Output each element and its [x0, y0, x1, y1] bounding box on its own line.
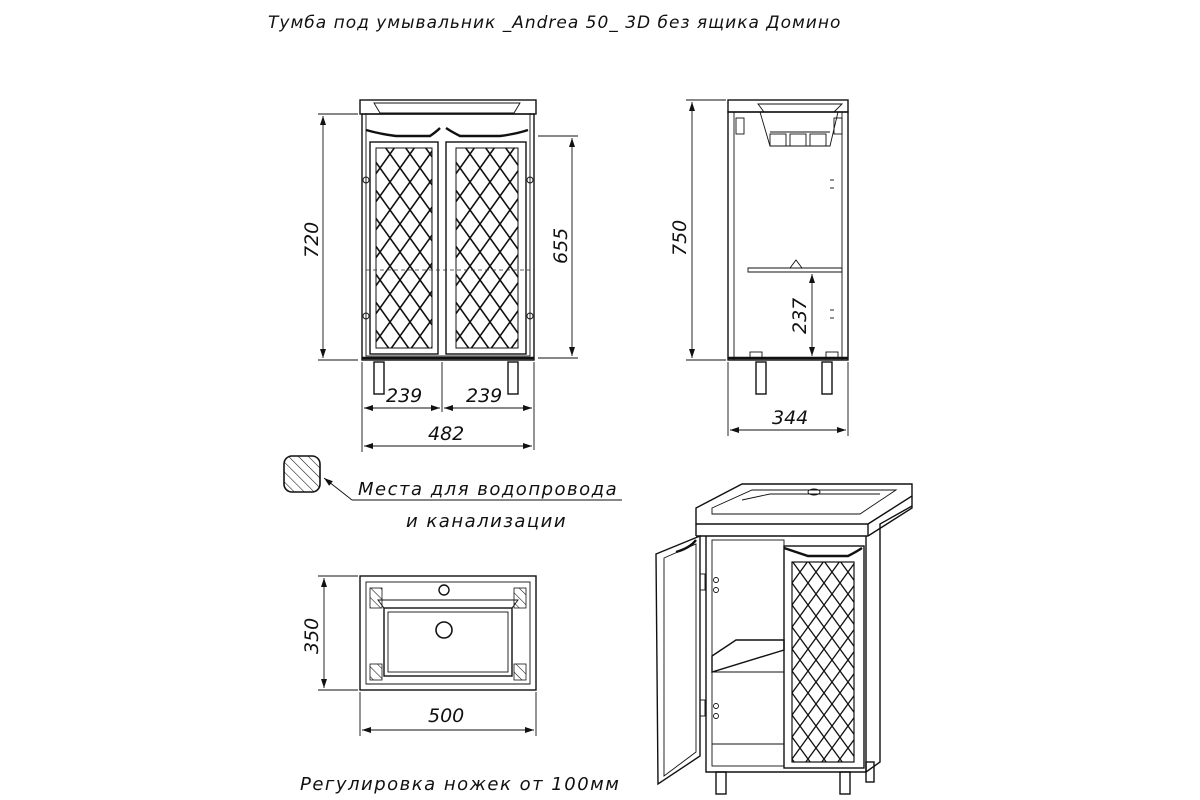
- dim-shelf-height: 237: [789, 298, 811, 334]
- dim-side-height: 750: [669, 220, 691, 256]
- side-view: 750 237 344: [669, 99, 849, 436]
- dim-door-height: 655: [550, 228, 572, 264]
- dim-right-door-width: 239: [466, 385, 502, 407]
- dim-top-depth: 350: [301, 618, 323, 654]
- dim-front-width: 482: [428, 423, 464, 445]
- plumbing-legend: Места для водопровода и канализации: [283, 455, 622, 532]
- dim-front-height: 720: [301, 222, 323, 258]
- front-view: 720 655 239 239 482: [301, 99, 578, 452]
- legend-line-2: и канализации: [406, 511, 567, 532]
- top-view: 350 500: [301, 575, 537, 736]
- dim-top-width: 500: [428, 705, 464, 727]
- legend-line-1: Места для водопровода: [358, 479, 618, 500]
- leg-adjustment-note: Регулировка ножек от 100мм: [300, 774, 620, 795]
- drawing-title: Тумба под умывальник _Andrea 50_ 3D без …: [268, 13, 841, 33]
- dim-side-depth: 344: [772, 407, 808, 429]
- hatch-swatch-icon: [283, 455, 321, 493]
- perspective-view: [655, 483, 913, 795]
- dim-left-door-width: 239: [386, 385, 422, 407]
